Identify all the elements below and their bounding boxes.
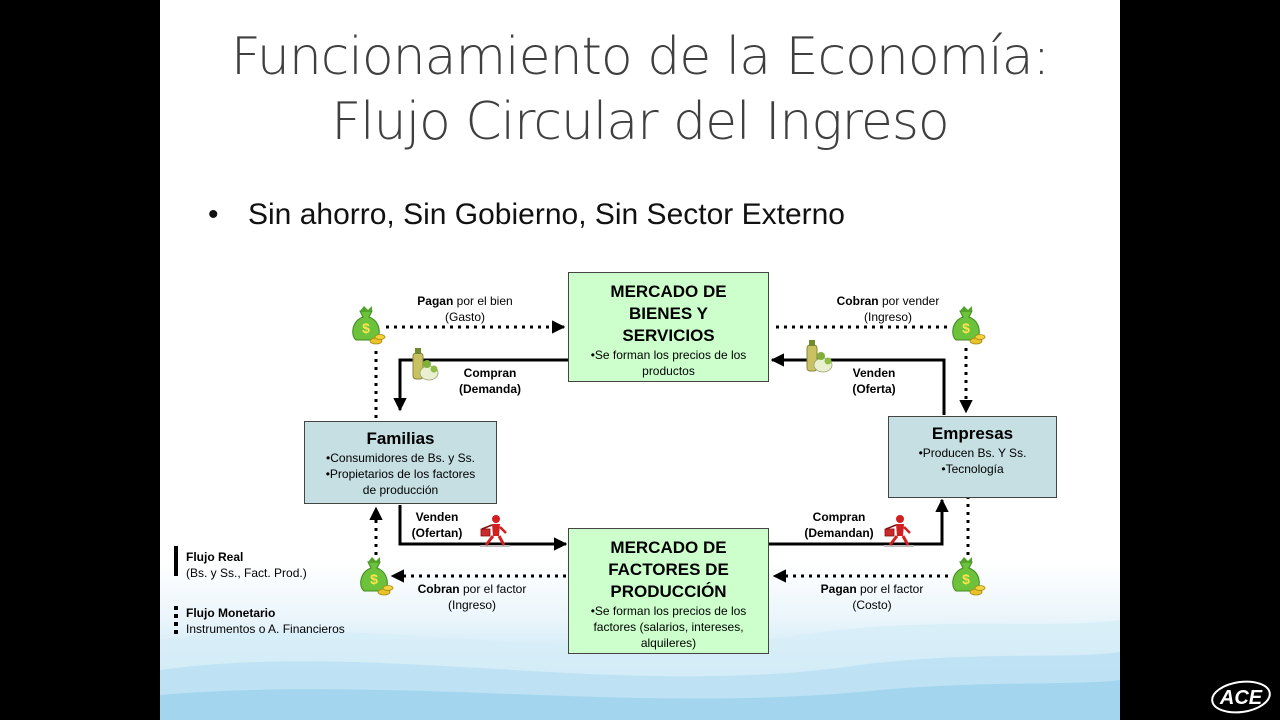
label-text: por vender xyxy=(878,294,940,308)
legend-title: Flujo Monetario xyxy=(186,606,276,620)
label-pagan-bien: Pagan por el bien (Gasto) xyxy=(396,293,534,325)
label-bold: Cobran xyxy=(417,582,460,596)
label-cobran-vender: Cobran por vender (Ingreso) xyxy=(816,293,960,325)
label-line: (Demandan) xyxy=(804,526,874,540)
money-flow-arrows xyxy=(369,320,973,583)
label-sub: (Ingreso) xyxy=(863,310,913,324)
box-note: •Propietarios de los factores xyxy=(325,467,476,481)
title-line-2: Flujo Circular del Ingreso xyxy=(331,92,949,152)
label-compran-demandan: Compran (Demandan) xyxy=(796,509,882,541)
familias-box: Familias •Consumidores de Bs. y Ss. •Pro… xyxy=(304,421,497,504)
box-note: de producción xyxy=(362,483,439,497)
box-title: MERCADO DE xyxy=(610,538,727,557)
label-venden-ofertan: Venden (Ofertan) xyxy=(404,509,470,541)
box-title: PRODUCCIÓN xyxy=(610,582,727,601)
label-line: Compran xyxy=(812,510,866,524)
box-note: •Tecnología xyxy=(941,462,1004,476)
arrow-venden-ofertan xyxy=(398,505,568,551)
mercado-factores-box: MERCADO DE FACTORES DE PRODUCCIÓN •Se fo… xyxy=(568,528,769,654)
label-text: por el factor xyxy=(856,582,924,596)
label-line: Venden xyxy=(852,366,896,380)
label-text: por el bien xyxy=(453,294,513,308)
label-pagan-factor: Pagan por el factor (Costo) xyxy=(804,581,940,613)
worker-icon xyxy=(478,513,512,548)
arrow-compran-demanda xyxy=(393,358,568,412)
slide: Funcionamiento de la Economía: Flujo Cir… xyxy=(160,0,1120,720)
money-bag-icon xyxy=(952,556,986,596)
arrow-compran-demandan xyxy=(769,498,949,546)
label-line: (Oferta) xyxy=(852,382,896,396)
worker-icon xyxy=(882,513,916,548)
label-line: Compran xyxy=(463,366,517,380)
legend-sub: (Bs. y Ss., Fact. Prod.) xyxy=(186,566,307,580)
box-title: MERCADO DE xyxy=(610,282,727,301)
label-line: Venden xyxy=(415,510,459,524)
box-note: factores (salarios, intereses, xyxy=(593,620,744,634)
label-bold: Pagan xyxy=(417,294,454,308)
background-waves xyxy=(160,620,1120,720)
label-bold: Cobran xyxy=(836,294,879,308)
box-title: FACTORES DE xyxy=(608,560,729,579)
label-bold: Pagan xyxy=(820,582,857,596)
goods-icon xyxy=(412,347,439,381)
box-note: •Consumidores de Bs. y Ss. xyxy=(326,451,475,465)
box-note: •Se forman los precios de los xyxy=(590,604,747,618)
legend-flujo-monetario: Flujo Monetario Instrumentos o A. Financ… xyxy=(186,605,345,637)
svg-text:ACE: ACE xyxy=(1219,687,1263,709)
label-line: (Demanda) xyxy=(458,382,521,396)
legend-sub: Instrumentos o A. Financieros xyxy=(186,622,345,636)
label-sub: (Ingreso) xyxy=(447,598,497,612)
bullet-text: Sin ahorro, Sin Gobierno, Sin Sector Ext… xyxy=(248,198,845,231)
box-title: BIENES Y xyxy=(628,304,709,323)
box-note: •Producen Bs. Y Ss. xyxy=(918,446,1027,460)
flow-diagram: $ xyxy=(174,305,986,636)
ace-logo: ACE xyxy=(1211,680,1271,714)
label-sub: (Costo) xyxy=(852,598,892,612)
box-title: Empresas xyxy=(931,424,1014,443)
box-note: productos xyxy=(642,364,695,378)
empresas-box: Empresas •Producen Bs. Y Ss. •Tecnología xyxy=(888,416,1057,498)
box-title: Familias xyxy=(366,429,435,448)
label-compran-demanda: Compran (Demanda) xyxy=(450,365,530,397)
money-bag-icon xyxy=(352,305,386,345)
label-venden-oferta: Venden (Oferta) xyxy=(840,365,908,397)
box-note: •Se forman los precios de los xyxy=(590,348,747,362)
label-text: por el factor xyxy=(459,582,527,596)
bullet-dot: • xyxy=(208,198,219,231)
bullet-item: • Sin ahorro, Sin Gobierno, Sin Sector Ex… xyxy=(208,198,845,232)
label-sub: (Gasto) xyxy=(444,310,485,324)
label-line: (Ofertan) xyxy=(411,526,463,540)
label-cobran-factor: Cobran por el factor (Ingreso) xyxy=(402,581,542,613)
box-title: SERVICIOS xyxy=(622,326,715,345)
mercado-bienes-box: MERCADO DE BIENES Y SERVICIOS •Se forman… xyxy=(568,272,769,382)
money-bag-icon xyxy=(360,556,394,596)
legend-title: Flujo Real xyxy=(186,550,244,564)
box-note: alquileres) xyxy=(640,636,697,650)
title-line-1: Funcionamiento de la Economía: xyxy=(230,27,1050,87)
goods-icon xyxy=(806,339,833,373)
legend-flujo-real: Flujo Real (Bs. y Ss., Fact. Prod.) xyxy=(186,549,307,581)
